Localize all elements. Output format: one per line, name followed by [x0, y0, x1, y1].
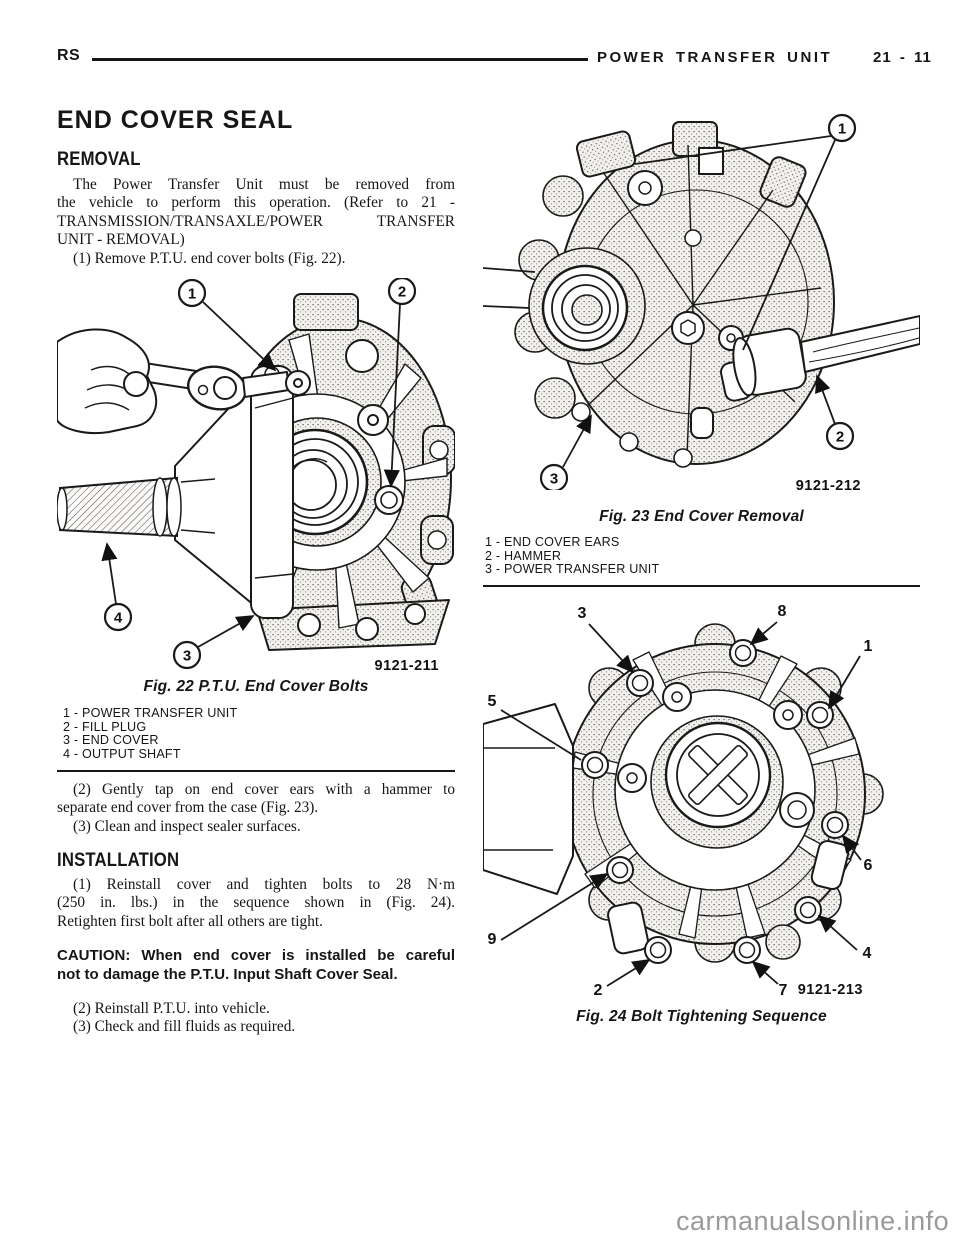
bolt-number-4: 4 — [817, 914, 872, 962]
bolt-number-3: 3 — [578, 605, 635, 674]
svg-text:7: 7 — [779, 982, 788, 998]
legend-item: 1 - END COVER EARS — [485, 535, 620, 549]
removal-heading: REMOVAL — [57, 149, 141, 170]
bolt-number-2: 2 — [594, 959, 651, 998]
svg-text:1: 1 — [838, 121, 846, 138]
callout-2: 2 — [815, 374, 855, 451]
svg-text:2: 2 — [836, 429, 844, 446]
section-divider — [483, 585, 920, 587]
figure-24-illustration: 3 8 1 5 6 9 4 — [483, 603, 884, 998]
paragraph-line: (1) Reinstall cover and tighten bolts to… — [73, 876, 455, 893]
output-shaft — [57, 476, 216, 538]
caution-note: CAUTION: When end cover is installed be … — [57, 946, 455, 984]
figure-id: 9121-213 — [798, 982, 863, 998]
legend-item: 4 - OUTPUT SHAFT — [63, 746, 181, 761]
svg-text:4: 4 — [863, 945, 872, 962]
bolt-number-7: 7 — [751, 960, 788, 998]
bolt-number-6: 6 — [841, 834, 873, 874]
hand-and-ratchet — [57, 328, 311, 434]
installation-step-3: (3) Check and fill fluids as required. — [73, 1018, 296, 1036]
svg-text:3: 3 — [578, 605, 587, 622]
figure-23-legend: 1 - END COVER EARS 2 - HAMMER 3 - POWER … — [485, 535, 660, 577]
figure-22-caption: Fig. 22 P.T.U. End Cover Bolts — [143, 678, 369, 695]
bolt-number-5: 5 — [488, 693, 582, 761]
figure-id: 9121-212 — [796, 478, 861, 490]
figure-23-illustration: 1 2 3 9121-212 — [483, 113, 920, 490]
paragraph-line: Retighten first bolt after all others ar… — [57, 912, 323, 930]
removal-step-1: (1) Remove P.T.U. end cover bolts (Fig. … — [73, 249, 346, 267]
paragraph-line: (250 in. lbs.) in the sequence shown in … — [57, 894, 455, 912]
svg-text:9: 9 — [488, 931, 497, 948]
section-divider — [57, 770, 455, 772]
installation-step-1: (1) Reinstall cover and tighten bolts to… — [57, 876, 455, 931]
svg-text:1: 1 — [188, 286, 196, 303]
removal-intro: The Power Transfer Unit must be removed … — [57, 176, 455, 268]
svg-text:4: 4 — [114, 610, 123, 627]
callout-4: 4 — [101, 542, 133, 632]
paragraph-line: separate end cover from the case (Fig. 2… — [57, 799, 319, 817]
header-model-code: RS — [57, 47, 81, 64]
callout-1: 1 — [177, 278, 277, 372]
figure-23-caption: Fig. 23 End Cover Removal — [599, 508, 804, 525]
callout-1: 1 — [634, 113, 857, 351]
bolt-number-8: 8 — [749, 603, 787, 646]
svg-text:5: 5 — [488, 693, 497, 710]
installation-step-2: (2) Reinstall P.T.U. into vehicle. — [73, 1000, 270, 1017]
caution-line: CAUTION: When end cover is installed be … — [57, 947, 455, 964]
bolt-number-9: 9 — [488, 873, 609, 948]
callout-3: 3 — [539, 414, 592, 490]
right-column: 1 2 3 9121-212 Fig. 23 End Cover Removal… — [483, 0, 920, 1242]
paragraph-line: (2) Gently tap on end cover ears with a … — [73, 781, 455, 798]
ptu-housing — [483, 121, 835, 468]
svg-text:6: 6 — [864, 857, 873, 874]
paragraph-line: TRANSMISSION/TRANSAXLE/POWER TRANSFER — [57, 212, 455, 230]
header-page-number: 21 - 11 — [873, 49, 932, 66]
paragraph-line: The Power Transfer Unit must be removed … — [73, 176, 455, 193]
hammer — [732, 315, 920, 397]
svg-text:1: 1 — [864, 638, 873, 655]
end-cover — [483, 623, 884, 964]
legend-item: 3 - END COVER — [63, 733, 159, 747]
header-divider — [92, 58, 588, 61]
svg-text:3: 3 — [183, 648, 191, 665]
figure-22-illustration: 1 2 3 4 9121-211 — [57, 278, 455, 674]
removal-step-3: (3) Clean and inspect sealer surfaces. — [73, 817, 301, 835]
svg-text:8: 8 — [778, 603, 787, 620]
callout-3: 3 — [172, 615, 255, 670]
legend-item: 1 - POWER TRANSFER UNIT — [63, 706, 238, 720]
bolt-number-1: 1 — [828, 638, 873, 710]
header-section-title: POWER TRANSFER UNIT — [597, 49, 833, 66]
watermark: carmanualsonline.info — [676, 1206, 950, 1236]
caution-line: not to damage the P.T.U. Input Shaft Cov… — [57, 966, 398, 984]
cover-bolts — [581, 639, 849, 964]
callout-2: 2 — [383, 278, 417, 488]
article-title: END COVER SEAL — [57, 106, 294, 134]
installation-steps-2-3: (2) Reinstall P.T.U. into vehicle. (3) C… — [57, 1000, 455, 1037]
left-column: END COVER SEAL REMOVAL The Power Transfe… — [57, 0, 455, 1242]
legend-item: 2 - HAMMER — [485, 548, 562, 563]
removal-steps-2-3: (2) Gently tap on end cover ears with a … — [57, 781, 455, 836]
installation-heading: INSTALLATION — [57, 850, 180, 871]
figure-24-caption: Fig. 24 Bolt Tightening Sequence — [576, 1008, 827, 1025]
figure-22-legend: 1 - POWER TRANSFER UNIT 2 - FILL PLUG 3 … — [63, 706, 238, 761]
svg-text:3: 3 — [550, 471, 558, 488]
legend-item: 2 - FILL PLUG — [63, 719, 147, 734]
paragraph-line: UNIT - REMOVAL) — [57, 231, 185, 249]
legend-item: 3 - POWER TRANSFER UNIT — [485, 562, 660, 576]
svg-text:2: 2 — [594, 982, 603, 998]
figure-id: 9121-211 — [375, 658, 439, 674]
svg-text:2: 2 — [398, 284, 406, 301]
paragraph-line: the vehicle to perform this operation. (… — [57, 194, 455, 212]
